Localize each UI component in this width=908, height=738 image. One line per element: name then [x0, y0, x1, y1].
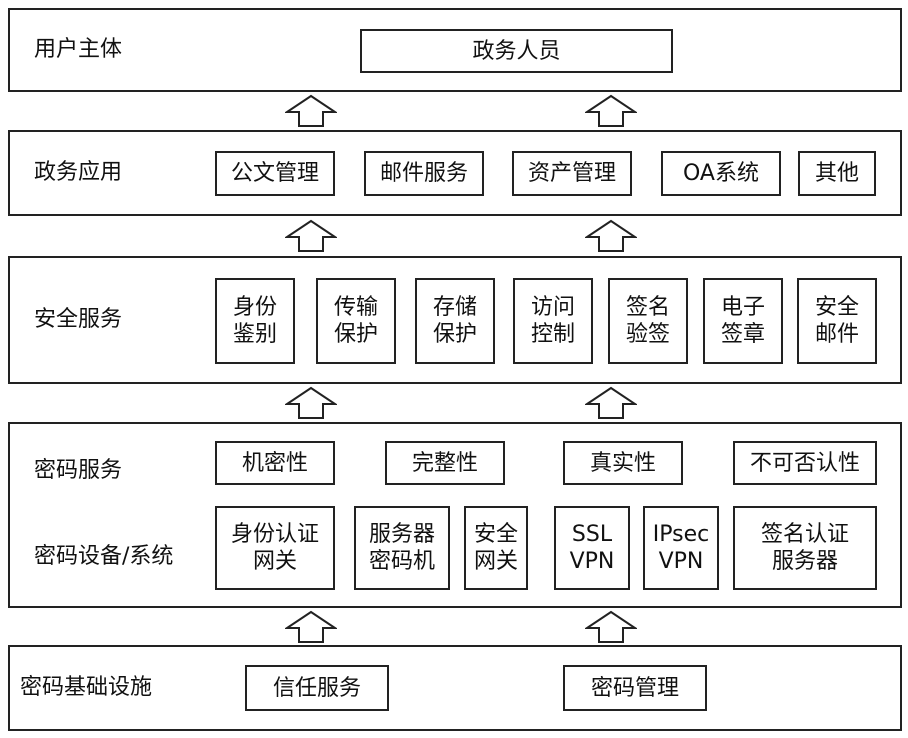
up-arrow-icon — [585, 94, 637, 127]
up-arrow-icon — [585, 386, 637, 419]
box-dev-id-gateway: 身份认证 网关 — [215, 506, 335, 590]
layer-label-crypto-services: 密码服务 — [34, 458, 123, 483]
box-dev-sec-gateway: 安全 网关 — [464, 506, 528, 590]
up-arrow-icon — [585, 219, 637, 252]
layer-label-crypto-devices: 密码设备/系统 — [34, 544, 174, 569]
box-infra-keymgmt: 密码管理 — [563, 665, 707, 711]
box-sec-identity: 身份 鉴别 — [215, 278, 295, 364]
box-app-mail: 邮件服务 — [364, 151, 484, 196]
box-svc-authenticity: 真实性 — [563, 441, 683, 485]
layer-infra — [8, 645, 902, 731]
box-dev-ipsec-vpn: IPsec VPN — [643, 506, 719, 590]
box-sec-sign: 签名 验签 — [608, 278, 688, 364]
layer-label-security: 安全服务 — [34, 307, 123, 332]
up-arrow-icon — [285, 386, 337, 419]
layer-label-app: 政务应用 — [34, 160, 123, 185]
box-infra-trust: 信任服务 — [245, 665, 389, 711]
up-arrow-icon — [585, 610, 637, 643]
box-dev-ssl-vpn: SSL VPN — [554, 506, 630, 590]
box-sec-storage: 存储 保护 — [415, 278, 495, 364]
up-arrow-icon — [285, 94, 337, 127]
box-app-other: 其他 — [798, 151, 876, 196]
box-svc-integrity: 完整性 — [385, 441, 505, 485]
layer-label-infra: 密码基础设施 — [20, 675, 153, 700]
box-sec-access: 访问 控制 — [513, 278, 593, 364]
box-app-doc: 公文管理 — [215, 151, 335, 196]
up-arrow-icon — [285, 610, 337, 643]
layer-label-user: 用户主体 — [34, 37, 123, 62]
box-svc-nonrepudiation: 不可否认性 — [733, 441, 877, 485]
box-sec-seal: 电子 签章 — [703, 278, 783, 364]
box-dev-server-crypto: 服务器 密码机 — [354, 506, 450, 590]
up-arrow-icon — [285, 219, 337, 252]
box-dev-sign-server: 签名认证 服务器 — [733, 506, 877, 590]
box-sec-mail: 安全 邮件 — [797, 278, 877, 364]
box-app-oa: OA系统 — [661, 151, 781, 196]
box-app-asset: 资产管理 — [512, 151, 632, 196]
box-svc-confidentiality: 机密性 — [215, 441, 335, 485]
box-gov-staff: 政务人员 — [360, 29, 673, 73]
box-sec-transmission: 传输 保护 — [316, 278, 396, 364]
